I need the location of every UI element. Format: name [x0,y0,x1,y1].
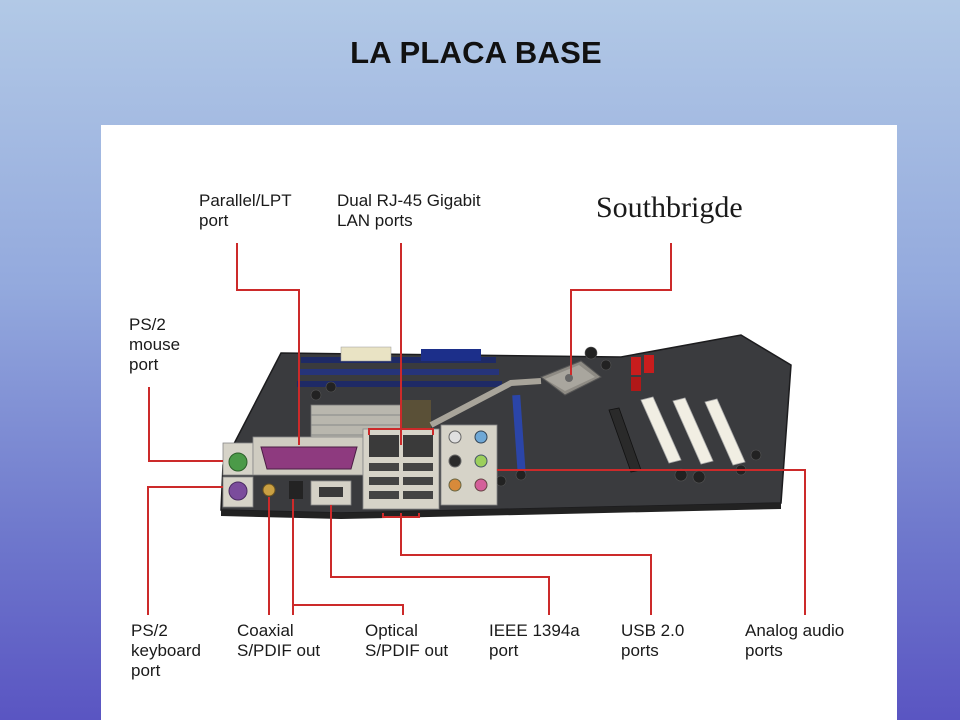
label-parallel-port: Parallel/LPT port [199,191,292,230]
label-usb-ports: USB 2.0 ports [621,621,685,660]
parallel-port-connector [260,446,358,470]
label-rj45-lan-ports: Dual RJ-45 Gigabit LAN ports [337,191,481,230]
label-ieee1394a-port: IEEE 1394a port [489,621,580,660]
usb-port [403,491,433,499]
label-southbridge: Southbrigde [596,191,743,224]
sata-connectors [631,355,654,391]
label-coaxial-spdif: Coaxial S/PDIF out [237,621,321,660]
southbridge-heatsink [539,360,602,396]
usb-port [403,463,433,471]
label-ps2-mouse-port: PS/2 mouse port [129,315,181,374]
optical-spdif-connector [289,481,303,499]
pci-slots [608,396,746,473]
label-analog-audio-ports: Analog audio ports [745,621,845,660]
analog-audio-jacks [448,430,488,492]
usb-port [369,491,399,499]
rj45-port-2 [403,435,433,457]
memory-slots [297,346,502,387]
ieee1394-connector [319,487,343,497]
ps2-keyboard-port [228,481,248,501]
pcie-x16-slot [512,394,526,476]
rj45-port-1 [369,435,399,457]
heatpipe [429,378,542,428]
slide-title: LA PLACA BASE [350,35,602,70]
rear-io-panel [222,424,498,510]
usb-port [403,477,433,485]
diagram-panel: Parallel/LPT port Dual RJ-45 Gigabit LAN… [101,125,897,720]
leader-lines [147,243,806,615]
coaxial-spdif-connector [262,483,276,497]
label-ps2-keyboard-port: PS/2 keyboard port [131,621,201,680]
label-optical-spdif: Optical S/PDIF out [365,621,449,660]
ps2-mouse-port [228,452,248,472]
motherboard-diagram [147,243,806,615]
usb-port [369,477,399,485]
usb-port [369,463,399,471]
pcb-edge [221,503,781,519]
